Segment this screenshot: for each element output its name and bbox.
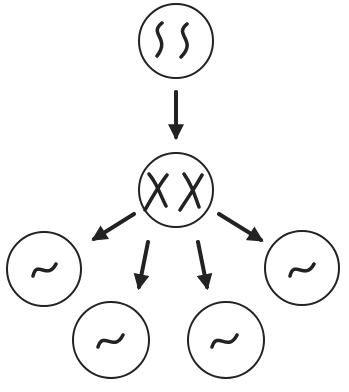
arrow-intermediate-to-daughter-2: [139, 242, 148, 287]
daughter-cell-4: [265, 231, 339, 305]
intermediate-cell: [139, 153, 213, 227]
daughter-cell-2: [73, 302, 149, 378]
daughter-cell-1: [7, 232, 81, 306]
daughter-cell-3: [188, 302, 264, 378]
parent-cell: [139, 4, 213, 78]
arrow-intermediate-to-daughter-3: [198, 242, 207, 287]
arrow-intermediate-to-daughter-1: [94, 214, 134, 239]
arrow-intermediate-to-daughter-4: [219, 214, 261, 240]
